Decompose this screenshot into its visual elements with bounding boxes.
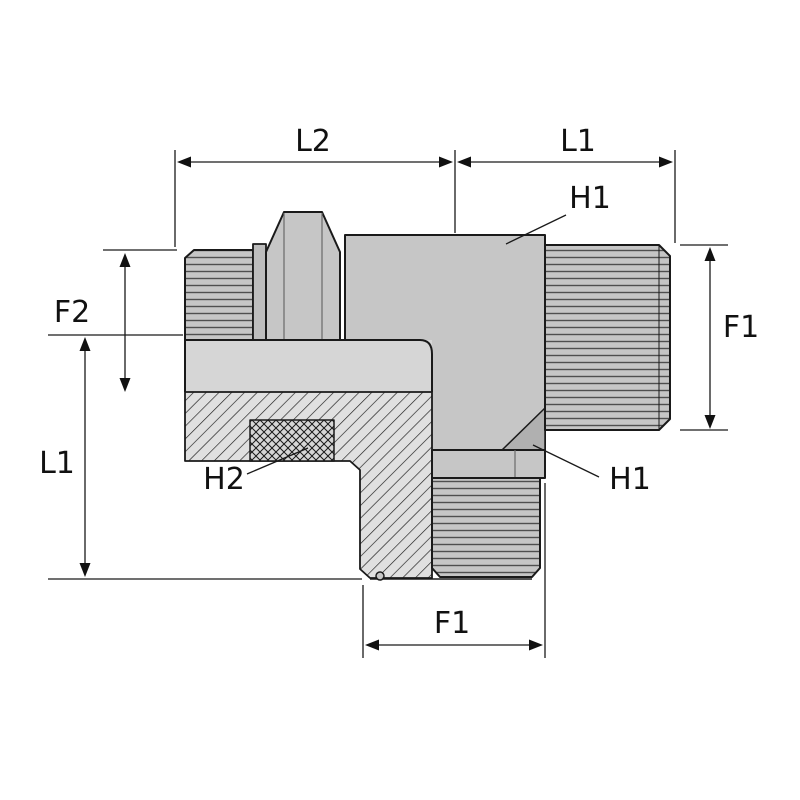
dim-label-l1-top: L1 bbox=[560, 124, 596, 159]
callout-label-h1-top: H1 bbox=[569, 181, 611, 216]
dim-label-f1-right: F1 bbox=[723, 310, 759, 345]
arrowhead bbox=[119, 378, 131, 392]
arrowhead bbox=[177, 156, 191, 168]
arrowhead bbox=[79, 563, 91, 577]
arrowhead bbox=[119, 253, 131, 267]
labels: L2 L1 H1 F2 L1 H2 H1 F1 F1 bbox=[39, 124, 759, 641]
arrowhead bbox=[704, 247, 716, 261]
arrowhead bbox=[704, 415, 716, 429]
arrowhead bbox=[659, 156, 673, 168]
fitting-drawing bbox=[184, 211, 671, 581]
leader-h1-top bbox=[505, 214, 567, 245]
oring-detail bbox=[375, 571, 385, 581]
callout-label-h1-bottom: H1 bbox=[609, 462, 651, 497]
dim-label-l1-left: L1 bbox=[39, 446, 75, 481]
arrowhead bbox=[439, 156, 453, 168]
branch-hex-band bbox=[431, 449, 546, 479]
dim-label-f2: F2 bbox=[54, 295, 90, 330]
dim-label-l2: L2 bbox=[295, 124, 331, 159]
leader-h2 bbox=[246, 447, 309, 475]
right-male-thread bbox=[544, 244, 671, 431]
leader-h1-bottom bbox=[532, 444, 600, 478]
callout-label-h2: H2 bbox=[203, 462, 245, 497]
dimension-annotations bbox=[48, 150, 728, 658]
bore-strip bbox=[185, 340, 432, 392]
arrowhead bbox=[365, 639, 379, 651]
bore-top-line bbox=[185, 339, 433, 392]
arrowhead bbox=[79, 337, 91, 351]
arrowhead bbox=[529, 639, 543, 651]
arrowhead bbox=[457, 156, 471, 168]
dim-label-f1-bottom: F1 bbox=[434, 606, 470, 641]
left-male-thread bbox=[184, 249, 254, 341]
bottom-male-thread bbox=[431, 477, 541, 578]
